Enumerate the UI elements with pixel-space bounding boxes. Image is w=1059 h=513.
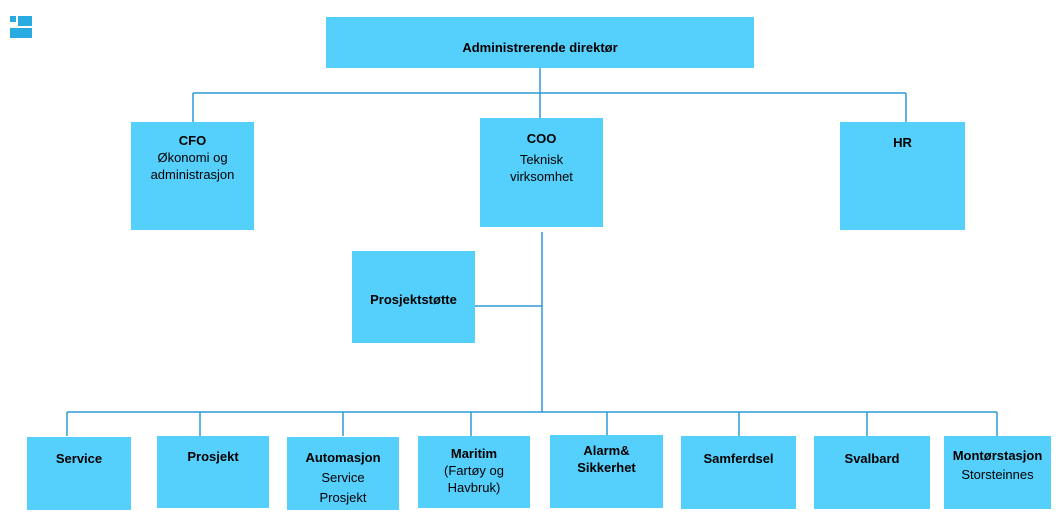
unit-service: Service [27, 437, 131, 510]
unit-line1: Storsteinnes [961, 467, 1034, 482]
unit-line1: (Fartøy og [444, 463, 504, 478]
unit-title: Alarm& [583, 443, 630, 458]
coo-line1: Teknisk [519, 152, 564, 167]
hr-box: HR [840, 122, 965, 230]
unit-title: Svalbard [844, 451, 900, 466]
unit-samferdsel: Samferdsel [681, 436, 796, 509]
unit-montorstasjon: Montørstasjon Storsteinnes [944, 436, 1051, 509]
unit-line2: Havbruk) [447, 480, 501, 495]
unit-title: Montørstasjon [952, 448, 1043, 463]
unit-alarm: Alarm& Sikkerhet [550, 435, 663, 508]
ceo-title: Administrerende direktør [462, 40, 618, 55]
ceo-box: Administrerende direktør [326, 17, 754, 68]
coo-box: COO Teknisk virksomhet [480, 118, 603, 227]
unit-svalbard: Svalbard [814, 436, 930, 509]
unit-line1: Service [321, 470, 365, 485]
cfo-line2: administrasjon [150, 167, 235, 182]
unit-title: Prosjekt [187, 449, 239, 464]
unit-title2: Sikkerhet [577, 460, 636, 475]
hr-title: HR [893, 135, 912, 150]
support-title: Prosjektstøtte [370, 292, 457, 307]
support-box: Prosjektstøtte [352, 251, 475, 343]
unit-title: Automasjon [305, 450, 381, 465]
unit-line2: Prosjekt [319, 490, 367, 505]
cfo-box: CFO Økonomi og administrasjon [131, 122, 254, 230]
unit-title: Maritim [450, 446, 498, 461]
logo-icon [10, 16, 32, 38]
unit-automasjon: Automasjon Service Prosjekt [287, 437, 399, 510]
cfo-line1: Økonomi og [157, 150, 228, 165]
coo-line2: virksomhet [510, 169, 573, 184]
unit-title: Samferdsel [703, 451, 774, 466]
coo-title: COO [526, 131, 557, 146]
unit-title: Service [55, 451, 103, 466]
unit-maritim: Maritim (Fartøy og Havbruk) [418, 436, 530, 508]
cfo-title: CFO [178, 133, 207, 148]
unit-prosjekt: Prosjekt [157, 436, 269, 508]
